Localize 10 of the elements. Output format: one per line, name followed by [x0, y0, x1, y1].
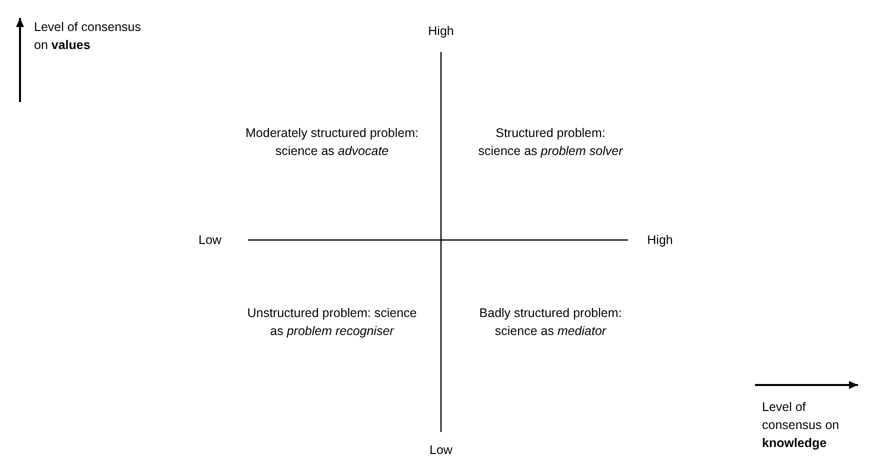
axis-label: Level of consensus on knowledge	[762, 400, 840, 450]
axis-label: Low	[198, 233, 222, 247]
axis-label: Structured problem: science as problem solver	[478, 126, 623, 158]
axis-label: High	[428, 24, 454, 38]
axis-label: High	[647, 233, 673, 247]
axis-label: Moderately structured problem: science as advocate	[246, 126, 418, 158]
axis-label: Unstructured problem: science as problem recogniser	[247, 306, 417, 338]
axis-label: Level of consensus on values	[34, 20, 142, 52]
axis-label: Low	[430, 443, 452, 457]
axis-label: Badly structured problem: science as mediator	[479, 306, 622, 338]
